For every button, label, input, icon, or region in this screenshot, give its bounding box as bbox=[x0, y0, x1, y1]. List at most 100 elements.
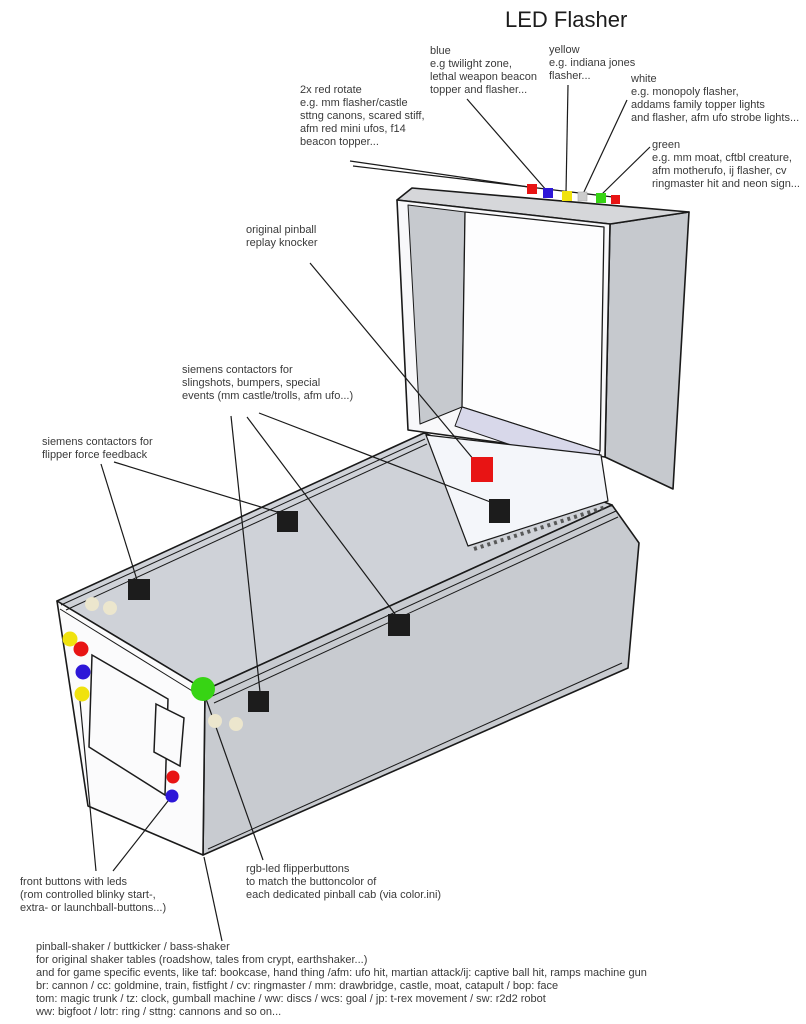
annotation-line: e.g. mm flasher/castle bbox=[300, 97, 408, 109]
left-rail-line bbox=[60, 438, 426, 606]
faint-dot-marker bbox=[229, 717, 243, 731]
annotation-line: flipper force feedback bbox=[42, 449, 148, 461]
annotation-line: afm motherufo, ij flasher, cv bbox=[652, 165, 787, 177]
coin-door-outline bbox=[88, 653, 169, 797]
right-rail-line bbox=[209, 510, 617, 698]
annotation-line: flasher... bbox=[549, 70, 591, 82]
leader-line bbox=[582, 99, 628, 195]
right-rail-line bbox=[213, 516, 619, 704]
leader-line bbox=[112, 800, 169, 872]
leader-line bbox=[352, 165, 614, 198]
front-button-led-yellow bbox=[74, 686, 90, 702]
annotation-line: white bbox=[631, 73, 657, 85]
annotation-line: for original shaker tables (roadshow, ta… bbox=[36, 954, 368, 966]
led-red-rotate-marker bbox=[527, 184, 537, 194]
leader-line bbox=[466, 98, 548, 192]
annotation-line: addams family topper lights bbox=[631, 99, 765, 111]
leader-line bbox=[600, 146, 651, 196]
leader-line bbox=[309, 262, 480, 467]
annotation-line: replay knocker bbox=[246, 237, 318, 249]
annotation-line: each dedicated pinball cab (via color.in… bbox=[246, 889, 442, 901]
annotation-line: e.g. indiana jones bbox=[549, 57, 636, 69]
rgb-flipper-button-marker bbox=[191, 677, 215, 701]
annotation-contactors-flipper: siemens contactors for flipper force fee… bbox=[42, 436, 153, 462]
annotation-contactors-slingshots: siemens contactors for slingshots, bumpe… bbox=[182, 364, 353, 403]
annotation-line: original pinball bbox=[246, 224, 317, 236]
annotation-line: e.g twilight zone, bbox=[430, 58, 512, 70]
front-button-led-yellow bbox=[62, 631, 78, 647]
left-rail-line bbox=[65, 443, 428, 611]
led-white-marker bbox=[577, 191, 588, 202]
contactor-marker bbox=[248, 691, 269, 712]
led-red-rotate-marker bbox=[611, 195, 620, 204]
annotation-line: e.g. monopoly flasher, bbox=[631, 86, 739, 98]
leader-line bbox=[100, 463, 138, 581]
annotation-line: blue bbox=[430, 45, 451, 57]
leader-line bbox=[565, 84, 569, 194]
annotation-line: green bbox=[652, 139, 681, 151]
annotation-line: (rom controlled blinky start-, bbox=[20, 889, 156, 901]
annotation-line: extra- or launchball-buttons...) bbox=[20, 902, 167, 914]
led-blue-marker bbox=[543, 188, 553, 198]
annotation-line: br: cannon / cc: goldmine, train, fistfi… bbox=[36, 980, 559, 992]
contactor-marker bbox=[388, 614, 410, 636]
annotation-line: siemens contactors for bbox=[182, 364, 293, 376]
annotation-line: ringmaster hit and neon sign... bbox=[652, 178, 800, 190]
annotation-line: afm red mini ufos, f14 bbox=[300, 123, 406, 135]
annotation-line: topper and flasher... bbox=[430, 84, 528, 96]
annotation-line: siemens contactors for bbox=[42, 436, 153, 448]
annotation-line: beacon topper... bbox=[300, 136, 379, 148]
plunger-handle bbox=[153, 702, 185, 768]
annotation-line: events (mm castle/trolls, afm ufo...) bbox=[182, 390, 354, 402]
contactor-marker bbox=[489, 499, 510, 523]
annotation-line: rgb-led flipperbuttons bbox=[246, 863, 350, 875]
deck-hatch-band bbox=[473, 505, 607, 551]
annotation-line: sttng canons, scared stiff, bbox=[300, 110, 425, 122]
annotation-line: ww: bigfoot / lotr: ring / sttng: cannon… bbox=[36, 1006, 282, 1018]
leader-line bbox=[349, 160, 530, 188]
annotation-line: 2x red rotate bbox=[300, 84, 362, 96]
led-yellow-marker bbox=[562, 191, 572, 201]
front-button-led-red bbox=[73, 641, 89, 657]
contactor-marker bbox=[128, 579, 150, 600]
leader-line bbox=[79, 700, 97, 872]
leader-line bbox=[203, 856, 223, 942]
annotation-line: lethal weapon beacon bbox=[430, 71, 538, 83]
led-green-marker bbox=[596, 193, 606, 203]
annotation-red-rotate: 2x red rotate e.g. mm flasher/castle stt… bbox=[300, 84, 425, 149]
annotation-line: to match the buttoncolor of bbox=[246, 876, 377, 888]
backbox-right-panel bbox=[604, 211, 690, 490]
replay-knocker-marker bbox=[471, 457, 493, 482]
annotation-line: tom: magic trunk / tz: clock, gumball ma… bbox=[36, 993, 546, 1005]
front-button-led-red bbox=[166, 770, 180, 784]
leader-line bbox=[246, 416, 399, 619]
page-title: LED Flasher bbox=[505, 7, 628, 32]
annotation-knocker: original pinball replay knocker bbox=[246, 224, 318, 250]
leader-line bbox=[113, 461, 288, 516]
front-button-led-blue bbox=[75, 664, 91, 680]
annotation-rgb-flipperbuttons: rgb-led flipperbuttons to match the butt… bbox=[246, 863, 441, 902]
annotation-line: yellow bbox=[549, 44, 580, 56]
bottom-edge-line bbox=[207, 662, 623, 850]
annotation-white: white e.g. monopoly flasher, addams fami… bbox=[631, 73, 799, 125]
annotation-line: and flasher, afm ufo strobe lights... bbox=[631, 112, 800, 124]
faint-dot-marker bbox=[103, 601, 117, 615]
front-trim-line bbox=[59, 608, 203, 698]
annotation-green: green e.g. mm moat, cftbl creature, afm … bbox=[652, 139, 800, 191]
annotation-line: pinball-shaker / buttkicker / bass-shake… bbox=[36, 941, 230, 953]
leader-line bbox=[230, 415, 261, 693]
leader-line bbox=[258, 412, 494, 504]
rail-lines bbox=[59, 438, 623, 850]
annotation-shaker: pinball-shaker / buttkicker / bass-shake… bbox=[36, 941, 647, 1019]
annotation-line: and for game specific events, like taf: … bbox=[36, 967, 647, 979]
annotation-blue: blue e.g twilight zone, lethal weapon be… bbox=[430, 45, 537, 97]
annotation-line: slingshots, bumpers, special bbox=[182, 377, 321, 389]
faint-dot-marker bbox=[208, 714, 222, 728]
annotation-line: e.g. mm moat, cftbl creature, bbox=[652, 152, 792, 164]
annotation-yellow: yellow e.g. indiana jones flasher... bbox=[549, 44, 635, 83]
contactor-marker bbox=[277, 511, 298, 532]
faint-dot-marker bbox=[85, 597, 99, 611]
front-button-led-blue bbox=[165, 789, 179, 803]
